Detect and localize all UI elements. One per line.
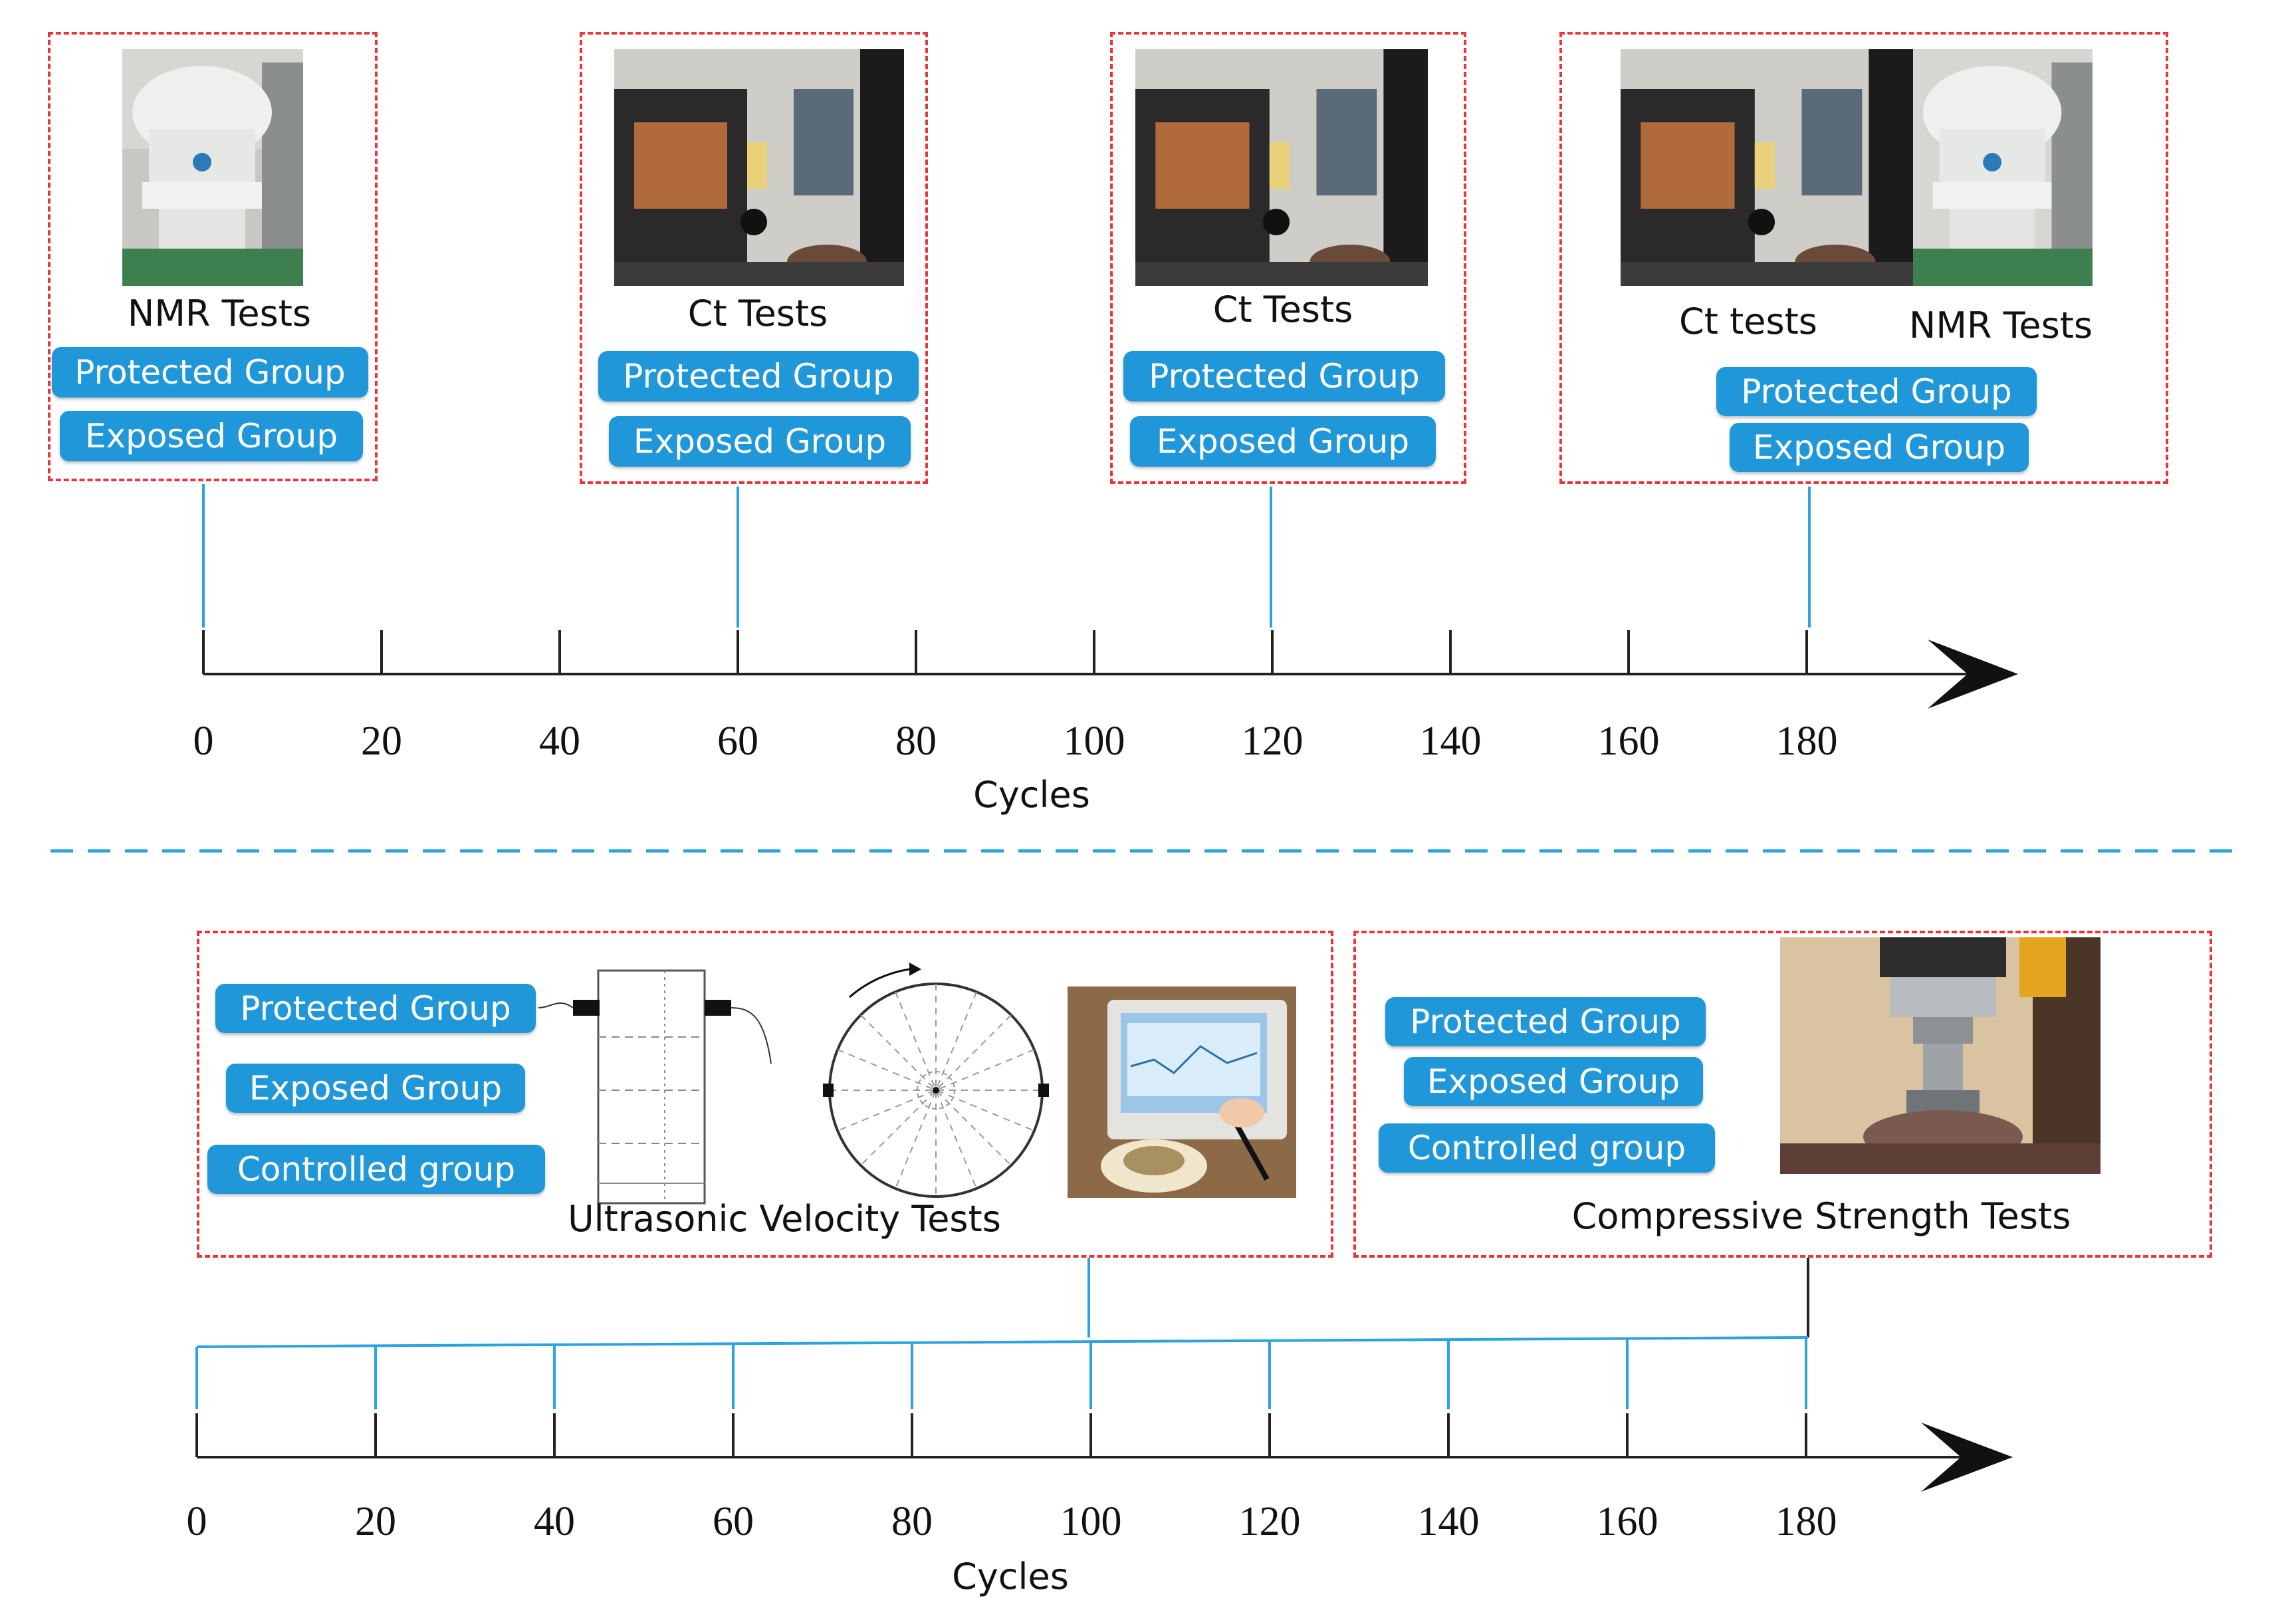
bottom-bracket-line — [196, 1336, 1809, 1348]
axis-tick-label: 20 — [361, 719, 402, 764]
ct-tests-label-60: Ct Tests — [687, 292, 828, 334]
protected-group-badge: Protected Group — [1385, 997, 1706, 1046]
nmr-instrument-photo — [1913, 49, 2093, 286]
axis-tick-label: 20 — [355, 1499, 396, 1544]
axis-tick-label: 160 — [1597, 719, 1660, 764]
axis-tick-label: 180 — [1775, 1499, 1837, 1544]
ct-scanner-photo — [1135, 49, 1428, 286]
bottom-connectors — [195, 1258, 1809, 1409]
compressive-strength-box — [1353, 931, 2212, 1258]
protected-group-badge: Protected Group — [1716, 367, 2037, 416]
top-axis-arrowhead — [1928, 639, 2018, 709]
top-connectors — [202, 484, 1811, 628]
bottom-axis-ticks — [195, 1413, 1807, 1457]
axis-tick-label: 100 — [1060, 1499, 1122, 1544]
axis-tick-label: 40 — [539, 719, 580, 764]
protected-group-badge: Protected Group — [598, 351, 919, 402]
protected-group-badge: Protected Group — [52, 347, 368, 398]
axis-tick-label: 80 — [891, 1499, 933, 1544]
ct-tests-label-180: Ct tests — [1679, 300, 1817, 342]
axis-tick-label: 120 — [1238, 1499, 1301, 1544]
axis-tick-label: 180 — [1775, 719, 1838, 764]
ultrasonic-velocity-box — [197, 931, 1333, 1258]
axis-tick-label: 140 — [1419, 719, 1482, 764]
axis-tick-label: 60 — [713, 1499, 754, 1544]
ultrasonic-cross-section-schematic — [823, 963, 1049, 1198]
top-axis-ticks — [202, 630, 1808, 674]
nmr-tests-label: NMR Tests — [127, 292, 312, 334]
ct-tests-box — [580, 32, 928, 484]
exposed-group-badge: Exposed Group — [226, 1064, 525, 1113]
top-axis — [202, 630, 2018, 709]
axis-tick-label: 140 — [1417, 1499, 1480, 1544]
axis-tick-label: 40 — [534, 1499, 575, 1544]
bottom-axis-title: Cycles — [952, 1556, 1069, 1597]
exposed-group-badge: Exposed Group — [609, 416, 911, 467]
axis-tick-label: 0 — [193, 719, 214, 764]
bottom-axis-arrowhead — [1921, 1423, 2013, 1492]
ultrasonic-device-photo — [1068, 986, 1296, 1198]
ct-tests-box — [1110, 32, 1466, 484]
bottom-bracket-ticks — [195, 1337, 1807, 1409]
controlled-group-badge: Controlled group — [1379, 1123, 1715, 1173]
exposed-group-badge: Exposed Group — [1404, 1057, 1703, 1106]
compression-machine-photo — [1780, 937, 2101, 1174]
top-axis-title: Cycles — [973, 774, 1090, 816]
protected-group-badge: Protected Group — [1123, 351, 1445, 402]
ultrasonic-velocity-tests-label: Ultrasonic Velocity Tests — [568, 1198, 1001, 1240]
axis-tick-label: 0 — [186, 1499, 207, 1544]
exposed-group-badge: Exposed Group — [1130, 416, 1436, 467]
ct-scanner-photo — [614, 49, 904, 286]
ct-scanner-photo — [1621, 49, 1913, 286]
axis-tick-label: 120 — [1241, 719, 1304, 764]
nmr-tests-label-180: NMR Tests — [1908, 304, 2093, 346]
compressive-strength-tests-label: Compressive Strength Tests — [1571, 1195, 2071, 1237]
controlled-group-badge: Controlled group — [207, 1145, 545, 1194]
bottom-axis — [195, 1413, 2013, 1492]
exposed-group-badge: Exposed Group — [1730, 423, 2029, 472]
ct-and-nmr-tests-box — [1559, 32, 2168, 484]
exposed-group-badge: Exposed Group — [60, 411, 363, 461]
ultrasonic-specimen-schematic — [538, 969, 772, 1205]
protected-group-badge: Protected Group — [215, 984, 536, 1033]
axis-tick-label: 60 — [717, 719, 758, 764]
ct-tests-label-120: Ct Tests — [1212, 289, 1353, 330]
axis-tick-label: 100 — [1063, 719, 1125, 764]
axis-tick-label: 160 — [1596, 1499, 1658, 1544]
nmr-instrument-photo — [122, 49, 303, 286]
section-separator — [51, 849, 2247, 853]
nmr-tests-box — [48, 32, 378, 481]
axis-tick-label: 80 — [895, 719, 937, 764]
